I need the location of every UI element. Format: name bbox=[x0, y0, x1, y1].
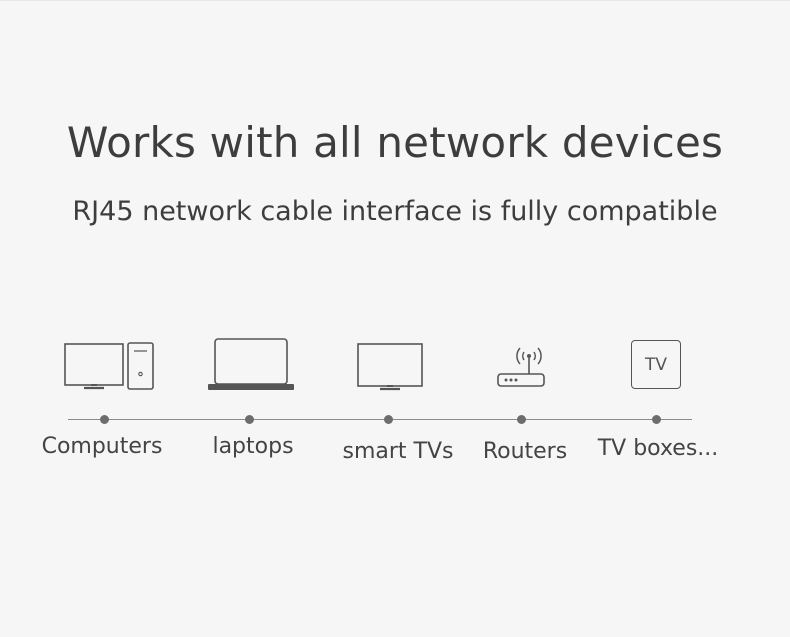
laptop-icon bbox=[208, 338, 294, 390]
desktop-computer-icon bbox=[64, 342, 154, 390]
timeline-dot-smart-tvs bbox=[384, 415, 393, 424]
timeline-dot-computers bbox=[100, 415, 109, 424]
smart-tv-icon bbox=[357, 343, 423, 391]
page-title: Works with all network devices bbox=[66, 118, 724, 167]
timeline-dot-routers bbox=[517, 415, 526, 424]
device-label-laptops: laptops bbox=[212, 434, 294, 459]
timeline-line bbox=[68, 419, 692, 420]
tv-box-icon-text: TV bbox=[644, 354, 667, 375]
device-label-smart-tvs: smart TVs bbox=[342, 439, 454, 464]
device-label-computers: Computers bbox=[41, 434, 163, 459]
router-icon bbox=[497, 347, 545, 387]
page-subtitle: RJ45 network cable interface is fully co… bbox=[72, 196, 718, 227]
timeline-dot-tv-boxes bbox=[652, 415, 661, 424]
device-label-tv-boxes: TV boxes... bbox=[597, 436, 719, 461]
timeline-dot-laptops bbox=[245, 415, 254, 424]
device-label-routers: Routers bbox=[482, 439, 568, 464]
tv-box-icon: TV bbox=[631, 340, 681, 389]
